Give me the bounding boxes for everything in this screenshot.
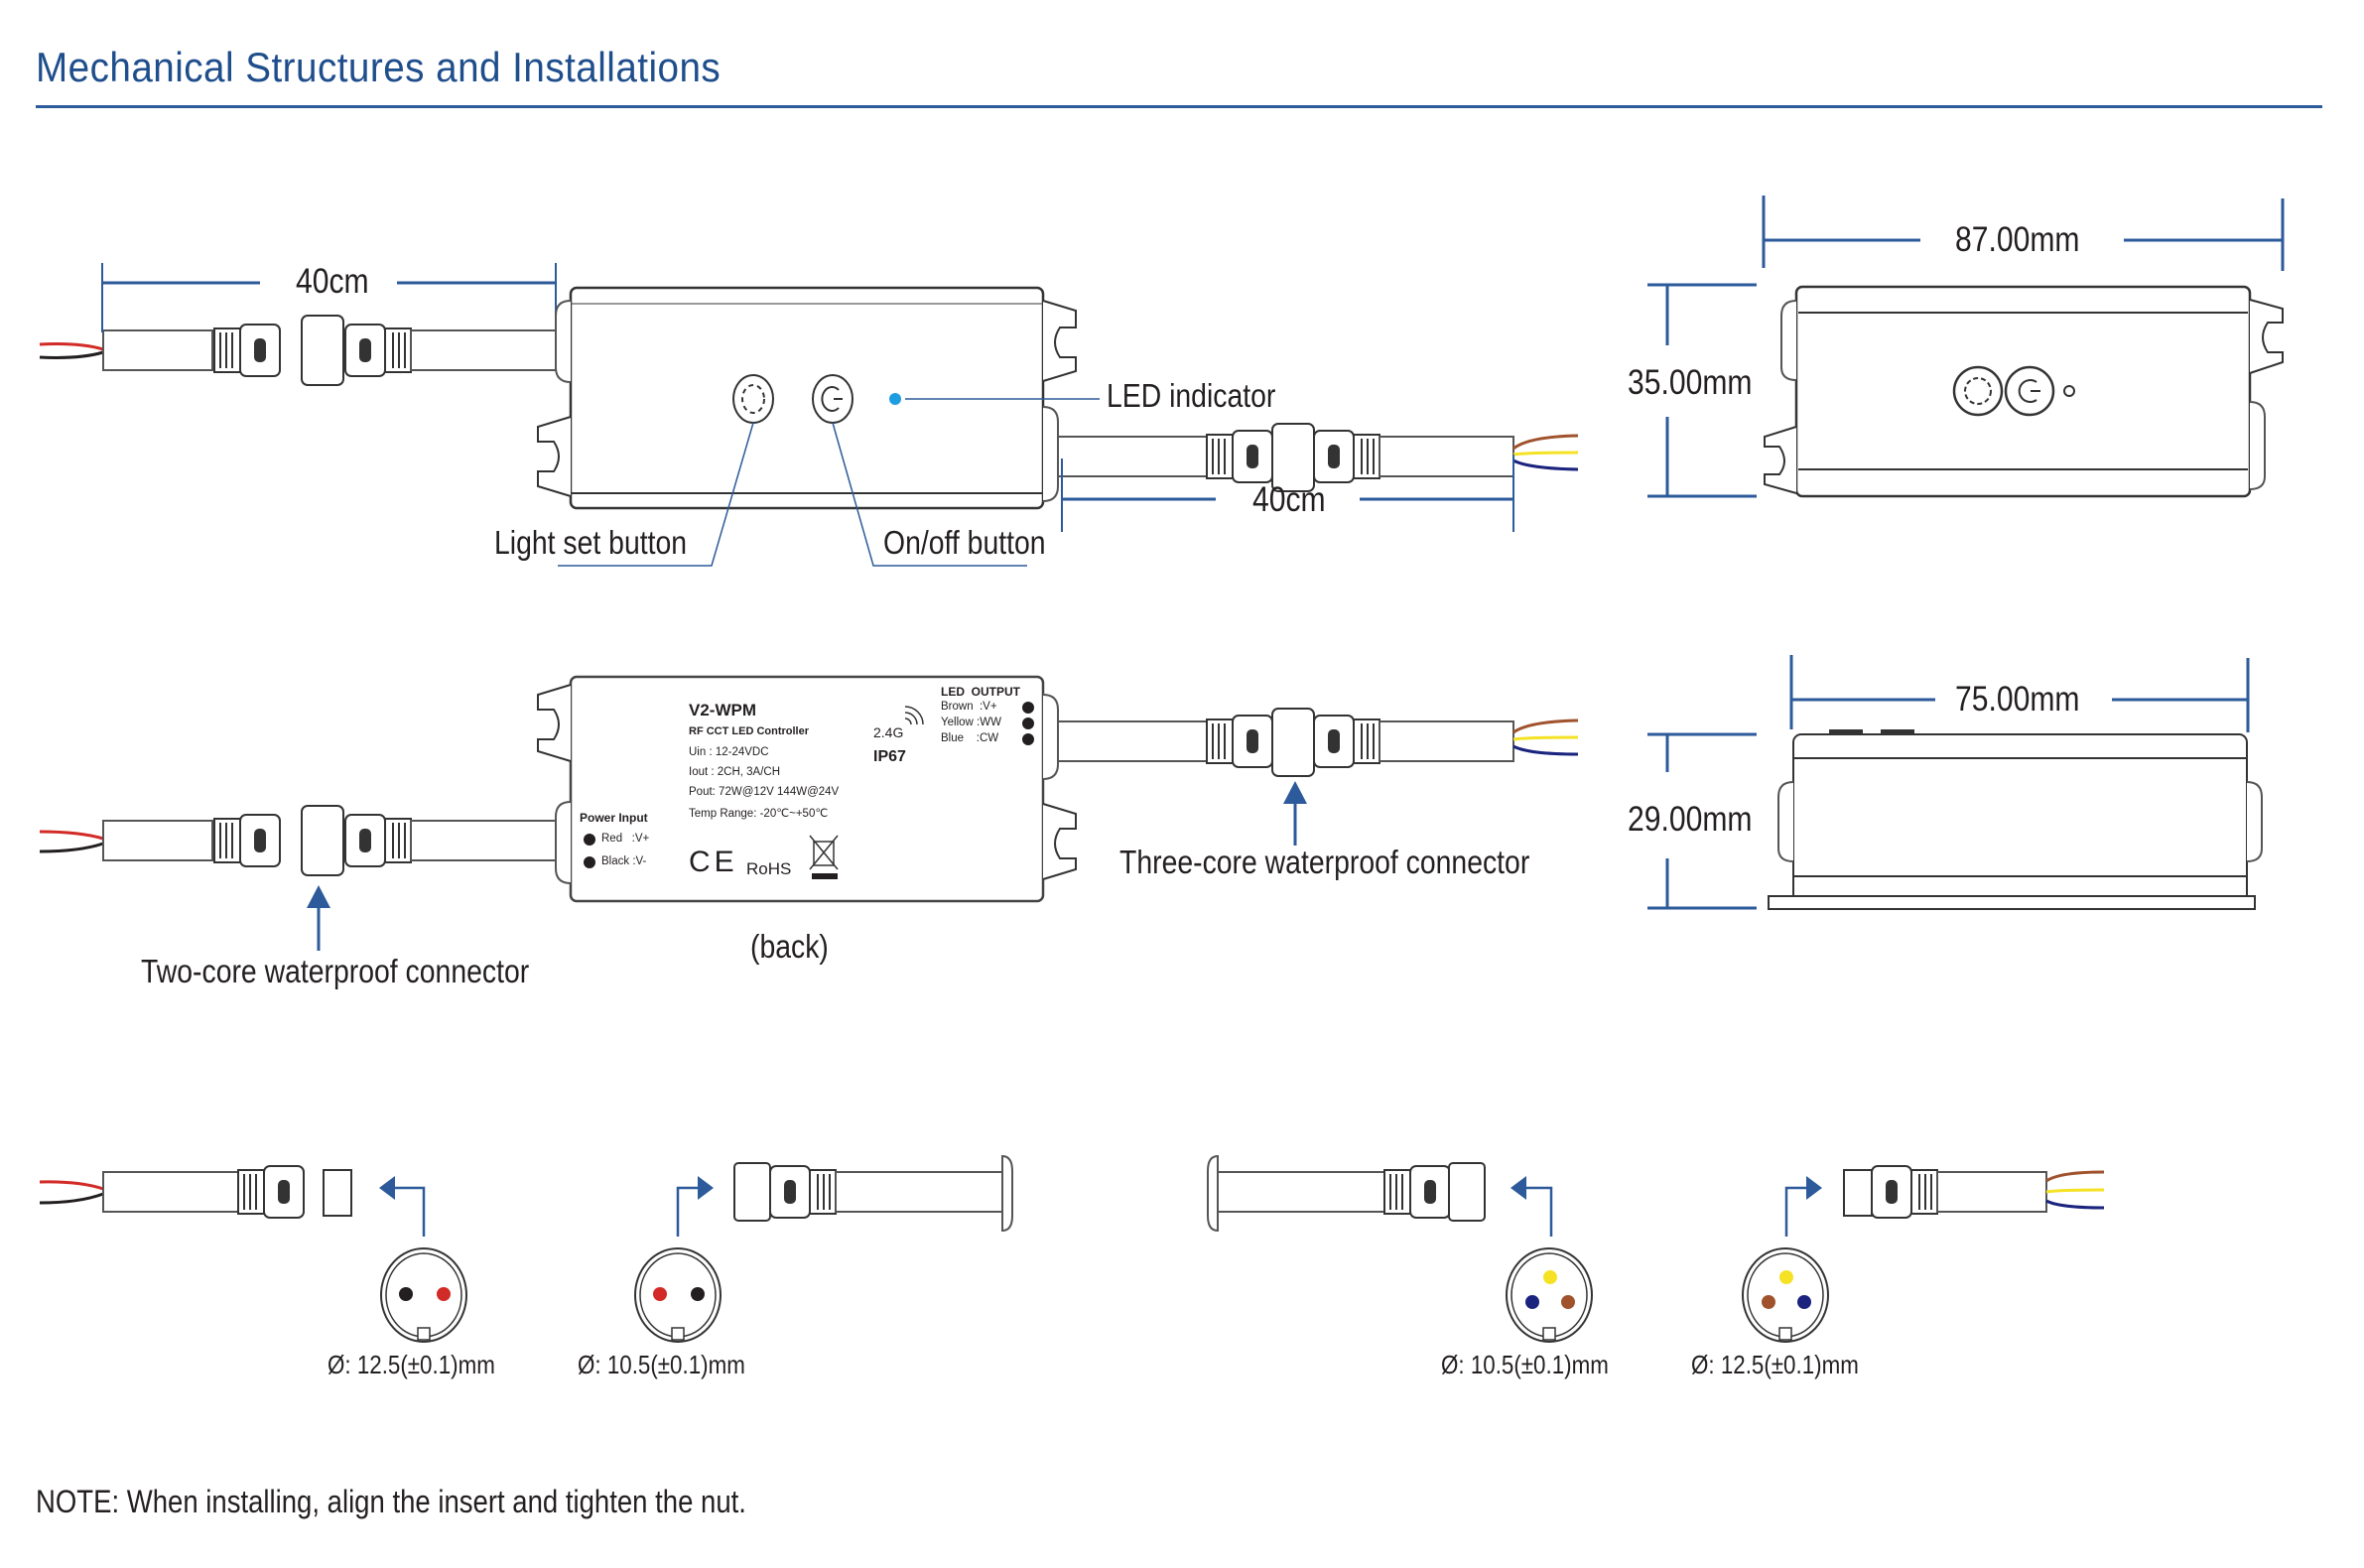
back-caption: (back) [750, 928, 829, 965]
connector-diameter: Ø: 12.5(±0.1)mm [328, 1350, 495, 1379]
weee-bin-icon [809, 835, 839, 879]
connector-face-2 [634, 1247, 722, 1343]
connector-details [39, 1154, 2105, 1343]
two-core-connector-label: Two-core waterproof connector [141, 953, 530, 989]
led-output-title: LED OUTPUT [941, 685, 1020, 699]
page-title: Mechanical Structures and Installations [36, 44, 722, 90]
cable-length-left: 40cm [296, 262, 369, 301]
connector-nut [301, 315, 344, 386]
rohs-mark: RoHS [746, 859, 792, 878]
label-spec: Pout: 72W@12V 144W@24V [689, 786, 840, 798]
power-input-title: Power Input [580, 811, 648, 825]
led-output-row: Yellow :WW [941, 717, 1001, 728]
wire-yellow [1512, 451, 1579, 457]
on-off-button-callout: On/off button [883, 524, 1046, 561]
back-view [39, 675, 1579, 951]
connector-male-icon [1206, 430, 1273, 483]
connector-male-icon [213, 324, 281, 377]
label-model: V2-WPM [689, 701, 756, 719]
installation-note: NOTE: When installing, align the insert … [36, 1484, 746, 1519]
connector-pin [653, 1287, 667, 1301]
led-output-row: Blue :CW [941, 732, 999, 744]
label-spec: Temp Range: -20℃~+50℃ [689, 808, 829, 820]
cable-jacket [102, 329, 213, 371]
wire-brown [1512, 434, 1579, 451]
led-output-row: Brown :V+ [941, 701, 997, 713]
connector-diameter: Ø: 10.5(±0.1)mm [578, 1350, 745, 1379]
label-ip: IP67 [873, 748, 906, 765]
wire-blue [1512, 458, 1579, 471]
cable-length-right: 40cm [1252, 480, 1326, 519]
wire-black [39, 350, 104, 359]
connector-face-1 [380, 1247, 467, 1343]
power-icon [821, 386, 840, 412]
connector-face-4 [1742, 1247, 1829, 1343]
power-input-row: Black :V- [601, 855, 647, 867]
front-view [39, 263, 1579, 567]
three-core-connector-label: Three-core waterproof connector [1119, 844, 1530, 880]
top-view-height: 35.00mm [1628, 363, 1753, 402]
connector-diameter: Ø: 10.5(±0.1)mm [1441, 1350, 1609, 1379]
power-input-row: Red :V+ [601, 833, 650, 845]
light-set-button-callout: Light set button [494, 524, 688, 561]
side-view-width: 75.00mm [1955, 680, 2080, 719]
connector-pin [399, 1287, 413, 1301]
controller-body [569, 286, 1045, 510]
label-spec: Uin : 12-24VDC [689, 746, 769, 758]
connector-pin [1797, 1295, 1811, 1309]
connector-diameter: Ø: 12.5(±0.1)mm [1691, 1350, 1859, 1379]
cable-jacket [410, 329, 557, 371]
led-indicator-callout: LED indicator [1107, 377, 1276, 414]
connector-pin [1561, 1295, 1575, 1309]
connector-pin [437, 1287, 451, 1301]
label-subtitle: RF CCT LED Controller [689, 725, 809, 737]
connector-pin [1525, 1295, 1539, 1309]
connector-pin [1779, 1270, 1793, 1284]
side-view [1647, 655, 2263, 910]
connector-face-3 [1506, 1247, 1593, 1343]
connector-pin [1543, 1270, 1557, 1284]
side-view-height: 29.00mm [1628, 800, 1753, 839]
wireless-icon [904, 706, 924, 725]
connector-female-icon [344, 324, 412, 377]
label-rf: 2.4G [873, 724, 904, 740]
on-off-button[interactable] [812, 374, 854, 424]
wire-red [39, 342, 104, 351]
connector-pin [1762, 1295, 1775, 1309]
label-spec: Iout : 2CH, 3A/CH [689, 766, 781, 778]
connector-pin [691, 1287, 705, 1301]
led-indicator-dot [889, 393, 901, 405]
light-set-button[interactable] [732, 374, 774, 424]
top-view [1647, 196, 2285, 498]
ce-mark: CE [689, 846, 738, 878]
title-rule [36, 105, 2322, 108]
top-view-width: 87.00mm [1955, 220, 2080, 259]
